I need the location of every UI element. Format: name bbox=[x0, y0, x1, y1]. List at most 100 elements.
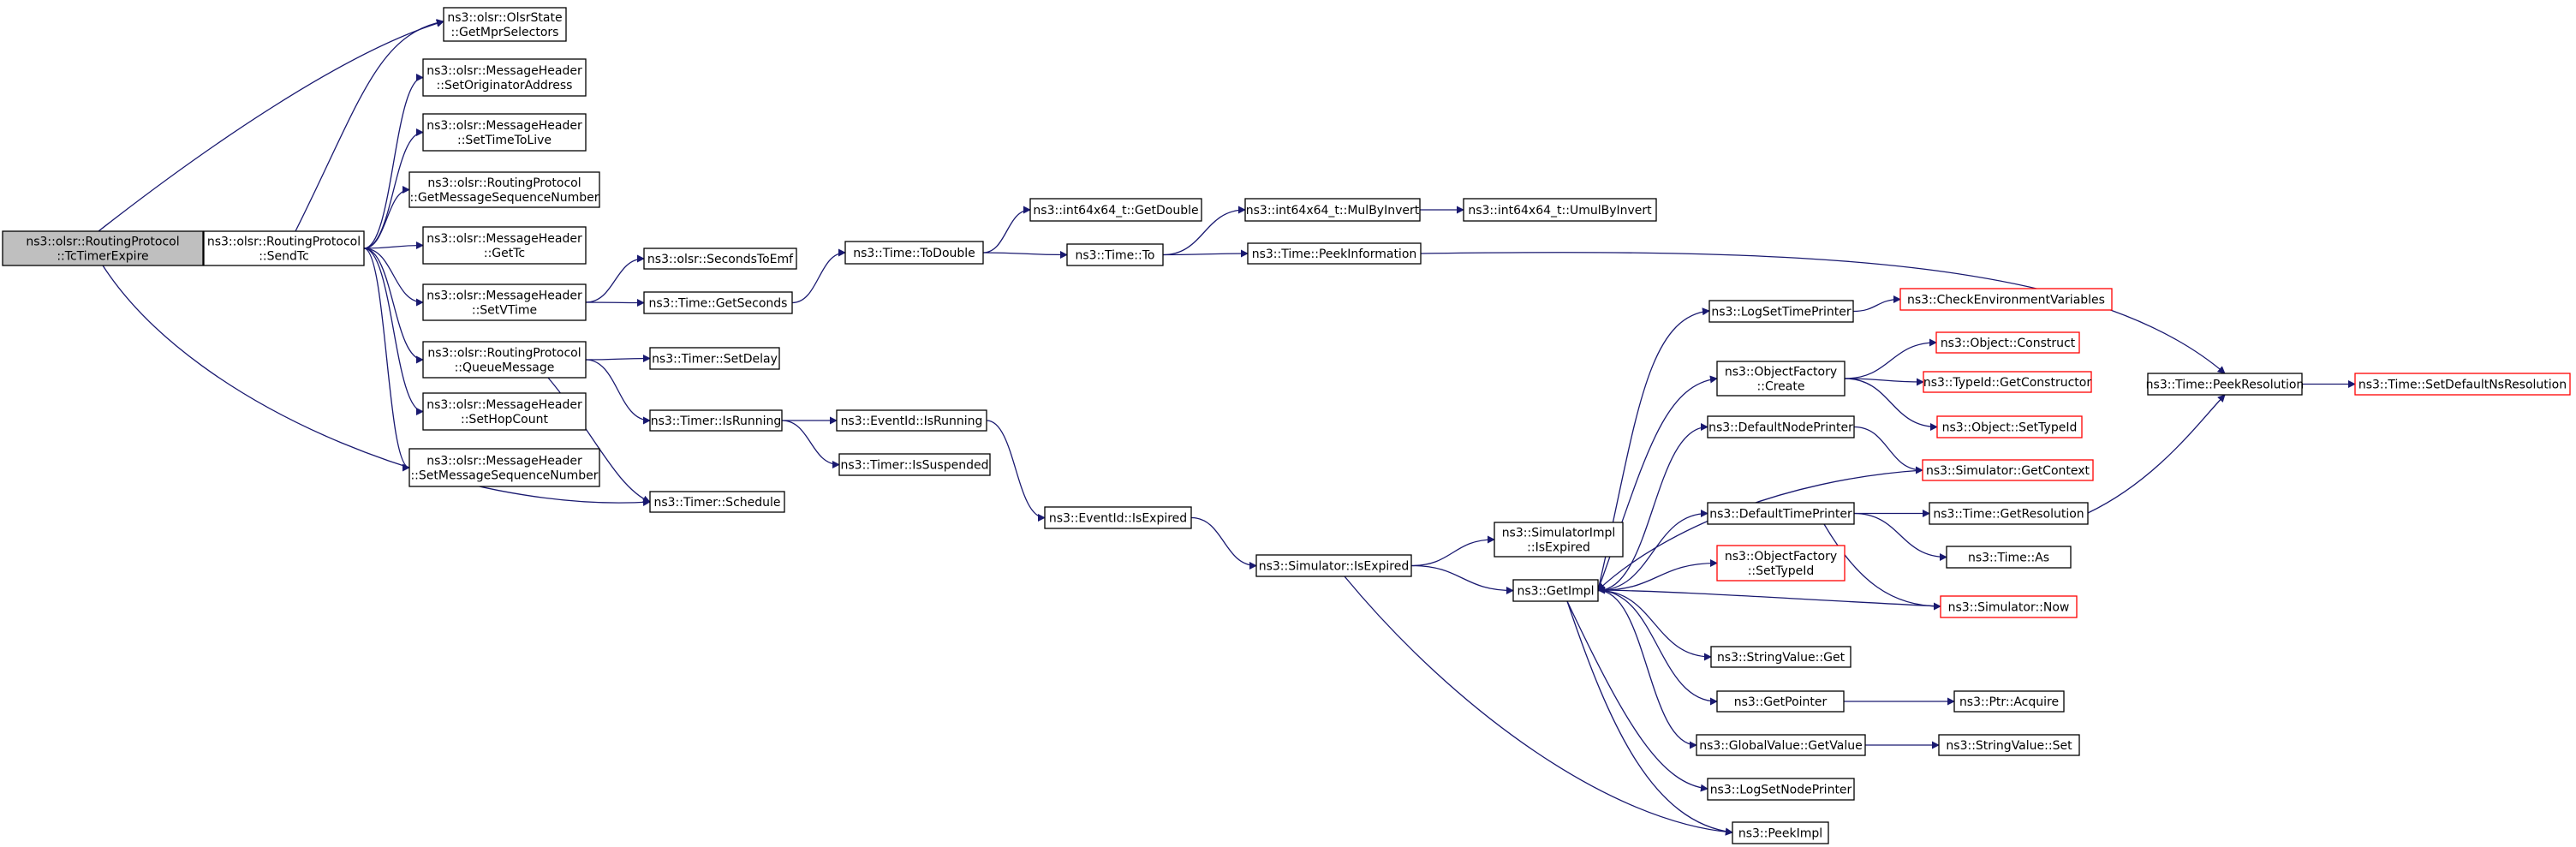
node-schedule[interactable]: ns3::Timer::Schedule bbox=[649, 491, 785, 513]
node-label: ns3::Object::SetTypeId bbox=[1942, 421, 2078, 435]
node-setdelay[interactable]: ns3::Timer::SetDelay bbox=[649, 347, 780, 370]
edge-setvtime-to-sectoemf bbox=[585, 254, 645, 303]
node-logsetnode[interactable]: ns3::LogSetNodePrinter bbox=[1707, 778, 1855, 801]
node-typeidgetctor[interactable]: ns3::TypeId::GetConstructor bbox=[1923, 371, 2092, 393]
node-box bbox=[1940, 595, 2078, 618]
edge-timeto-to-peekinfo bbox=[1162, 249, 1249, 258]
node-label: ns3::Time::SetDefaultNsResolution bbox=[2358, 379, 2567, 392]
node-queuemsg[interactable]: ns3::olsr::RoutingProtocol::QueueMessage bbox=[422, 341, 587, 379]
node-box bbox=[838, 453, 991, 476]
edge-sendtc-to-getmprsel bbox=[295, 19, 444, 232]
node-label: ns3::int64x64_t::MulByInvert bbox=[1246, 204, 1420, 218]
node-checkenv[interactable]: ns3::CheckEnvironmentVariables bbox=[1899, 288, 2113, 311]
node-box bbox=[422, 283, 587, 321]
node-logsettime[interactable]: ns3::LogSetTimePrinter bbox=[1708, 300, 1854, 323]
node-timerisrun[interactable]: ns3::Timer::IsRunning bbox=[649, 409, 783, 432]
node-simimplisexp[interactable]: ns3::SimulatorImpl::IsExpired bbox=[1494, 522, 1624, 558]
node-label: ::Create bbox=[1757, 380, 1805, 394]
node-globalgetval[interactable]: ns3::GlobalValue::GetValue bbox=[1696, 734, 1866, 756]
node-umulbyinv[interactable]: ns3::int64x64_t::UmulByInvert bbox=[1463, 198, 1657, 222]
node-box bbox=[1066, 243, 1164, 266]
node-sethop[interactable]: ns3::olsr::MessageHeader::SetHopCount bbox=[422, 392, 587, 431]
node-label: ns3::Simulator::GetContext bbox=[1926, 464, 2090, 478]
node-box bbox=[844, 241, 984, 265]
node-setttl[interactable]: ns3::olsr::MessageHeader::SetTimeToLive bbox=[422, 113, 587, 152]
node-box bbox=[422, 392, 587, 431]
node-gettc[interactable]: ns3::olsr::MessageHeader::GetTc bbox=[422, 226, 587, 265]
node-objconstruct[interactable]: ns3::Object::Construct bbox=[1935, 331, 2080, 354]
node-setvtime[interactable]: ns3::olsr::MessageHeader::SetVTime bbox=[422, 283, 587, 321]
node-label: ns3::ObjectFactory bbox=[1725, 366, 1837, 379]
node-label: ns3::ObjectFactory bbox=[1725, 550, 1837, 564]
node-defnodeprinter[interactable]: ns3::DefaultNodePrinter bbox=[1707, 415, 1855, 438]
edge-sendtc-to-setmsgseq bbox=[363, 248, 410, 472]
node-objfactsettype[interactable]: ns3::ObjectFactory::SetTypeId bbox=[1716, 545, 1846, 582]
node-label: ns3::Time::As bbox=[1968, 552, 2049, 565]
node-label: ns3::LogSetNodePrinter bbox=[1710, 784, 1852, 797]
node-label: ns3::Simulator::Now bbox=[1948, 601, 2070, 615]
node-simisexp[interactable]: ns3::Simulator::IsExpired bbox=[1255, 554, 1412, 577]
node-ptracquire[interactable]: ns3::Ptr::Acquire bbox=[1953, 690, 2065, 713]
edge-todouble-to-timeto bbox=[982, 250, 1068, 259]
node-label: ns3::GlobalValue::GetValue bbox=[1699, 739, 1862, 753]
node-todouble[interactable]: ns3::Time::ToDouble bbox=[844, 241, 984, 265]
node-simgetctx[interactable]: ns3::Simulator::GetContext bbox=[1922, 459, 2094, 481]
function-nodes: ns3::olsr::RoutingProtocol::TcTimerExpir… bbox=[2, 7, 2571, 844]
node-strvalset[interactable]: ns3::StringValue::Set bbox=[1938, 734, 2080, 756]
node-getdouble[interactable]: ns3::int64x64_t::GetDouble bbox=[1029, 198, 1202, 222]
node-getmsgseq[interactable]: ns3::olsr::RoutingProtocol::GetMessageSe… bbox=[408, 171, 600, 208]
node-label: ns3::int64x64_t::UmulByInvert bbox=[1468, 204, 1652, 218]
node-peekimpl[interactable]: ns3::PeekImpl bbox=[1732, 821, 1829, 844]
node-tcexpire[interactable]: ns3::olsr::RoutingProtocol::TcTimerExpir… bbox=[2, 230, 204, 266]
node-box bbox=[1247, 242, 1422, 265]
node-box bbox=[443, 7, 567, 42]
node-box bbox=[1708, 300, 1854, 323]
node-label: ns3::Time::ToDouble bbox=[853, 247, 975, 260]
node-box bbox=[1255, 554, 1412, 577]
node-label: ::IsExpired bbox=[1527, 541, 1590, 555]
node-getpointer[interactable]: ns3::GetPointer bbox=[1716, 690, 1845, 713]
node-setorig[interactable]: ns3::olsr::MessageHeader::SetOriginatorA… bbox=[422, 58, 587, 97]
edge-getimpl-to-getpointer bbox=[1597, 589, 1718, 706]
node-objfactcreate[interactable]: ns3::ObjectFactory::Create bbox=[1716, 361, 1846, 397]
node-timegetres[interactable]: ns3::Time::GetResolution bbox=[1929, 502, 2089, 525]
node-timeto[interactable]: ns3::Time::To bbox=[1066, 243, 1164, 266]
node-peekinfo[interactable]: ns3::Time::PeekInformation bbox=[1247, 242, 1422, 265]
node-peekres[interactable]: ns3::Time::PeekResolution bbox=[2146, 373, 2305, 396]
node-label: ns3::LogSetTimePrinter bbox=[1711, 306, 1852, 319]
node-label: ns3::Time::GetResolution bbox=[1933, 508, 2084, 522]
node-simnow[interactable]: ns3::Simulator::Now bbox=[1940, 595, 2078, 618]
node-sendtc[interactable]: ns3::olsr::RoutingProtocol::SendTc bbox=[203, 230, 365, 266]
node-mulbyinv[interactable]: ns3::int64x64_t::MulByInvert bbox=[1244, 198, 1421, 222]
node-getimpl[interactable]: ns3::GetImpl bbox=[1512, 579, 1599, 602]
node-label: ns3::Time::To bbox=[1076, 249, 1155, 263]
node-box bbox=[422, 58, 587, 97]
node-box bbox=[1923, 371, 2092, 393]
node-timeas[interactable]: ns3::Time::As bbox=[1946, 546, 2072, 569]
node-eventisrun[interactable]: ns3::EventId::IsRunning bbox=[836, 409, 987, 432]
node-deftimeprinter[interactable]: ns3::DefaultTimePrinter bbox=[1707, 502, 1855, 525]
node-objsettypeid[interactable]: ns3::Object::SetTypeId bbox=[1936, 415, 2083, 438]
edge-timegetres-to-peekres bbox=[2087, 394, 2226, 514]
node-label: ns3::EventId::IsExpired bbox=[1049, 512, 1187, 526]
node-issusp[interactable]: ns3::Timer::IsSuspended bbox=[838, 453, 991, 476]
node-label: ns3::Time::PeekInformation bbox=[1252, 248, 1417, 261]
node-label: ns3::Object::Construct bbox=[1941, 337, 2076, 350]
node-setmsgseq[interactable]: ns3::olsr::MessageHeader::SetMessageSequ… bbox=[408, 448, 600, 487]
node-label: ::GetMessageSequenceNumber bbox=[409, 191, 599, 205]
node-sectoemf[interactable]: ns3::olsr::SecondsToEmf bbox=[643, 248, 797, 270]
node-eventisexp[interactable]: ns3::EventId::IsExpired bbox=[1044, 506, 1192, 529]
node-setdefres[interactable]: ns3::Time::SetDefaultNsResolution bbox=[2354, 373, 2571, 396]
node-box bbox=[1707, 502, 1855, 525]
node-label: ::GetMprSelectors bbox=[451, 26, 559, 39]
node-getmprsel[interactable]: ns3::olsr::OlsrState::GetMprSelectors bbox=[443, 7, 567, 42]
edge-getimpl-to-strvalget bbox=[1597, 589, 1712, 661]
node-label: ns3::PeekImpl bbox=[1738, 827, 1822, 841]
node-getseconds[interactable]: ns3::Time::GetSeconds bbox=[643, 291, 793, 314]
node-box bbox=[1936, 415, 2083, 438]
node-strvalget[interactable]: ns3::StringValue::Get bbox=[1710, 646, 1852, 668]
edge-timerisrun-to-issusp bbox=[781, 420, 840, 468]
node-box bbox=[408, 171, 600, 208]
edge-getimpl-to-objfactsettype bbox=[1597, 559, 1718, 592]
